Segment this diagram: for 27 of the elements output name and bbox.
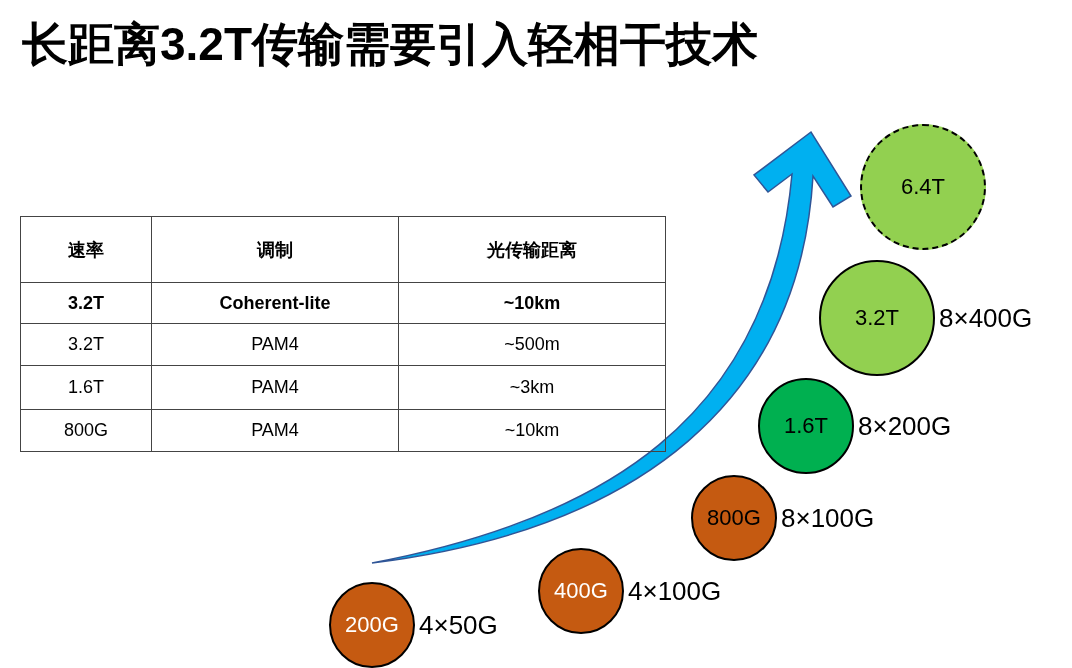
table-cell: PAM4 <box>151 365 399 410</box>
lane-config-label: 8×200G <box>858 410 952 442</box>
table-cell: PAM4 <box>151 323 399 366</box>
table-cell: ~3km <box>398 365 666 410</box>
rate-label: 400G <box>554 578 608 604</box>
rate-label: 6.4T <box>901 174 945 200</box>
table-cell: 1.6T <box>20 365 152 410</box>
rate-label: 800G <box>707 505 761 531</box>
table-cell: 3.2T <box>20 323 152 366</box>
table-header-cell: 调制 <box>151 216 399 283</box>
lane-config-label: 4×100G <box>628 575 722 607</box>
table-cell: 3.2T <box>20 282 152 324</box>
lane-config-label: 8×400G <box>939 302 1033 334</box>
table-cell: Coherent-lite <box>151 282 399 324</box>
title: 长距离3.2T传输需要引入轻相干技术 <box>22 17 759 72</box>
lane-config-label: 4×50G <box>419 609 498 641</box>
table-header-cell: 速率 <box>20 216 152 283</box>
rate-label: 200G <box>345 612 399 638</box>
rate-label: 3.2T <box>855 305 899 331</box>
table-cell: 800G <box>20 409 152 452</box>
lane-config-label: 8×100G <box>781 502 875 534</box>
table-cell: PAM4 <box>151 409 399 452</box>
table-cell: ~500m <box>398 323 666 366</box>
table-cell: ~10km <box>398 409 666 452</box>
table-cell: ~10km <box>398 282 666 324</box>
rate-label: 1.6T <box>784 413 828 439</box>
table-header-cell: 光传输距离 <box>398 216 666 283</box>
